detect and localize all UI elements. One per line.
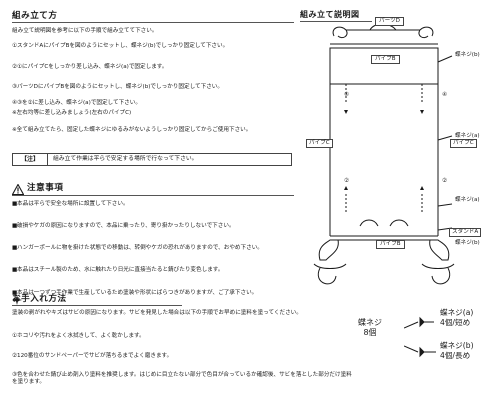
label-pipe-b-bottom: パイプB	[376, 240, 405, 249]
pipe-b-top	[329, 47, 439, 85]
arrow-step-2-right: ②	[442, 178, 448, 184]
label-screw-a-bottom: 蝶ネジ(a)	[455, 197, 480, 203]
screw-b-icon	[419, 346, 425, 358]
arrow-step-4-right: ④	[442, 92, 448, 98]
screw-a-icon	[419, 316, 425, 328]
caution-heading: 注意事項	[27, 183, 64, 193]
screw-a-block: 蝶ネジ(a) 4個/短め	[440, 308, 474, 327]
assembly-heading: 組み立て方	[12, 11, 58, 21]
assembly-step-4: ④③を②に差し込み、蝶ネジ(a)で固定して下さい。	[12, 100, 141, 106]
label-pipe-c-left: パイプC	[306, 139, 333, 148]
care-intro: 塗装の剥がれやキズはサビの原因になります。サビを発見した場合は以下の手順でお早め…	[12, 310, 302, 316]
assembly-step-1: ①スタンドAにパイプBを図のようにセットし、蝶ネジ(b)でしっかり固定して下さい…	[12, 43, 229, 49]
assembly-intro: 組み立て説明図を参考に以下の手順で組み立てて下さい。	[12, 28, 158, 34]
label-stand-a: スタンドA	[449, 228, 482, 237]
label-screw-b-bottom: 蝶ネジ(b)	[455, 240, 480, 246]
note-label: 【注】	[13, 154, 48, 165]
assembly-final-note: ※全て組み立てたら、固定した蝶ネジにゆるみがないようしっかり固定してからご使用下…	[12, 127, 252, 133]
label-pipe-b-top: パイプB	[371, 55, 400, 64]
note-box: 【注】 組み立て作業は平らで安定する場所で行なって下さい。	[12, 153, 292, 166]
arrow-up-left	[344, 186, 348, 190]
warning-icon	[11, 180, 25, 196]
arrow-step-2-left: ②	[344, 178, 350, 184]
note-text: 組み立て作業は平らで安定する場所で行なって下さい。	[53, 156, 198, 162]
arrow-up-right	[420, 186, 424, 190]
care-heading-rule	[12, 305, 182, 306]
arrow-step-4-left: ④	[344, 92, 350, 98]
caution-item-3: ■ハンガーポールに物を掛けた状態での移動は、转倒やケガの恐れがありますので、おや…	[12, 245, 263, 251]
assembly-step-note: ※左右均等に差し込みましょう(左右のパイプC)	[12, 110, 132, 116]
stand-left	[318, 239, 339, 261]
label-parts-d: パーツD	[375, 17, 404, 26]
crest-scroll-left	[332, 26, 347, 37]
screw-b-block: 蝶ネジ(b) 4個/長め	[440, 341, 474, 360]
crest-scroll-right	[419, 26, 434, 37]
label-screw-a-top: 蝶ネジ(a)	[455, 133, 480, 139]
assembly-step-2: ②①にパイプCをしっかり差し込み、蝶ネジ(a)で固定します。	[12, 64, 168, 70]
label-screw-b-top: 蝶ネジ(b)	[455, 52, 480, 58]
caution-heading-rule	[12, 195, 294, 196]
arrow-down-left	[344, 110, 348, 114]
care-heading: お手入れ方法	[12, 294, 67, 304]
assembly-heading-rule	[12, 22, 294, 23]
care-step-2: ②120番位のサンドペーパーでサビが落ちるまでよく磨きます。	[12, 353, 173, 359]
care-step-3: ③色を合わせた錆び止め剤入り塗料を推奨します。はじめに目立たない部分で色目が合っ…	[12, 372, 352, 386]
sparkle-icon	[12, 290, 22, 305]
caution-item-4: ■本品はスチール製のため、水に触れたり日光に直接当たると錆びたり変色します。	[12, 267, 224, 273]
assembly-diagram	[313, 23, 455, 285]
assembly-step-3: ③パーツDにパイプBを図のようにセットし、蝶ネジ(b)でしっかり固定して下さい。	[12, 84, 223, 90]
diagram-title: 組み立て説明図	[300, 10, 360, 19]
screw-icons	[404, 316, 436, 358]
screw-legend-label: 蝶ネジ 8個	[358, 318, 382, 337]
care-step-1: ①ホコリや汚れをよく水拭きして、よく乾かします。	[12, 333, 145, 339]
stand-right	[429, 239, 450, 261]
caution-item-5: ■本品は一つずつ手作業で生産しているため塗装や形状にばらつきがありますが、ご了承…	[12, 290, 258, 296]
diagram-title-rule	[300, 21, 372, 22]
arrow-down-right	[420, 110, 424, 114]
caution-item-1: ■本品は平らで安全な場所に設置して下さい。	[12, 201, 129, 207]
caution-item-2: ■破損やケガの原因になりますので、本品に乗ったり、寄り掛かったりしないで下さい。	[12, 223, 235, 229]
label-pipe-c-right: パイプC	[450, 139, 477, 148]
